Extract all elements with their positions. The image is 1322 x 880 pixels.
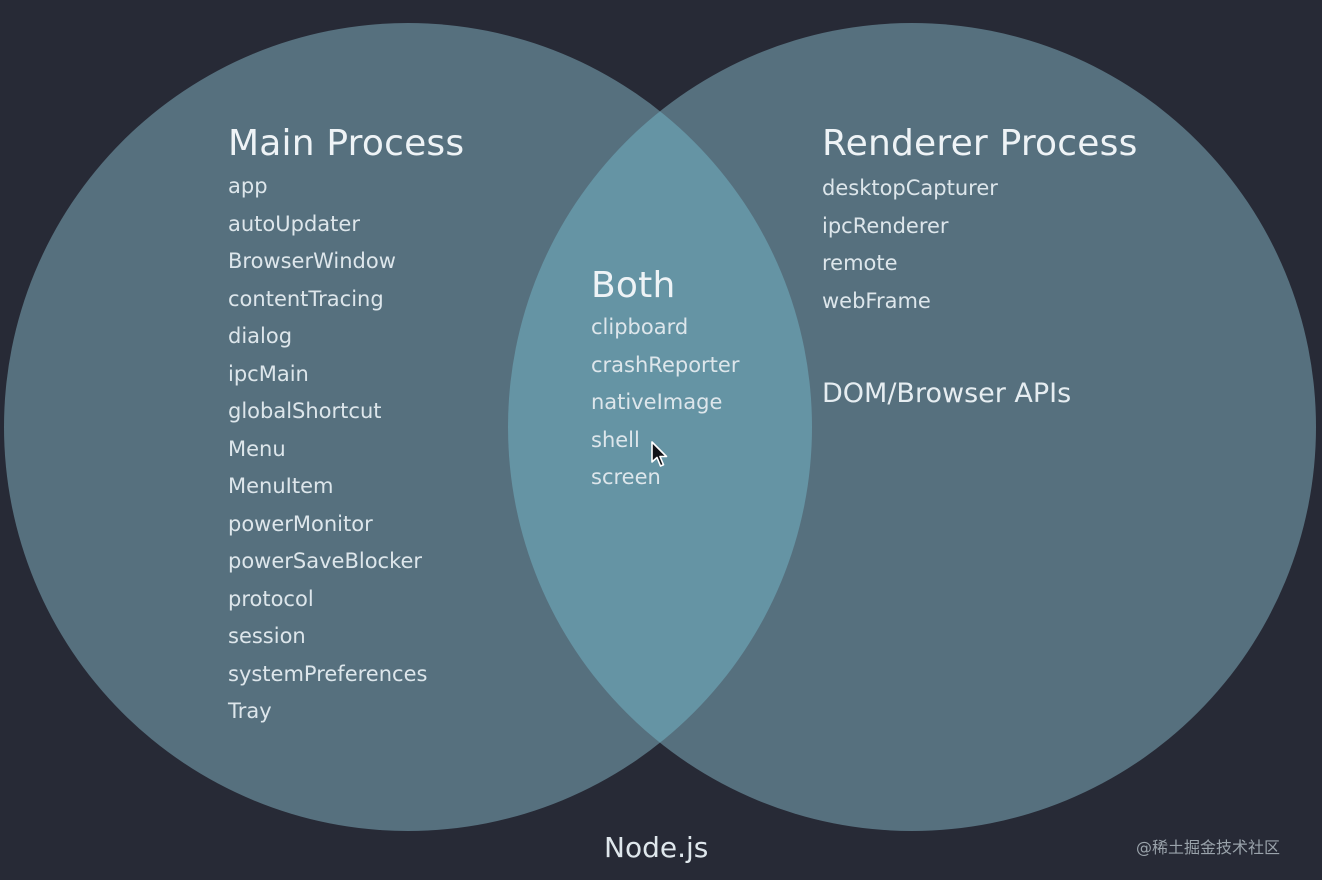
renderer-process-group: Renderer Process desktopCapturer ipcRende… [822,126,1138,320]
overlap-region [508,23,812,831]
both-title: Both [591,265,676,306]
renderer-process-title: Renderer Process [822,123,1138,164]
both-list: clipboard crashReporter nativeImage shell sc… [591,309,739,497]
nodejs-label: Node.js [604,831,709,864]
renderer-process-module: webFrame [822,288,931,313]
renderer-process-module: remote [822,251,898,275]
main-process-module: protocol [228,586,314,611]
main-process-module: globalShortcut [228,399,382,423]
shared-module: screen [591,465,661,489]
shared-module: nativeImage [591,390,723,414]
main-process-module: powerSaveBlocker [228,549,423,573]
shared-module: shell [591,427,640,452]
mouse-pointer-icon [651,441,668,467]
dom-browser-apis-label: DOM/Browser APIs [822,378,1072,409]
main-process-module: MenuItem [228,474,334,498]
main-process-module: ipcMain [228,361,309,386]
renderer-process-module: ipcRenderer [822,213,949,238]
main-process-module: Tray [228,699,272,723]
main-process-module: BrowserWindow [228,249,396,273]
main-process-module: contentTracing [228,286,384,311]
renderer-process-list: desktopCapturer ipcRenderer remote webFrame [822,170,1138,320]
main-process-module: Menu [228,436,286,461]
main-process-title: Main Process [228,123,465,164]
main-process-module: dialog [228,324,293,348]
shared-module: crashReporter [591,352,740,377]
watermark: @稀土掘金技术社区 [1136,838,1281,857]
main-process-module: autoUpdater [228,211,360,236]
renderer-process-module: desktopCapturer [822,176,998,200]
main-process-module: session [228,624,306,648]
main-process-module: app [228,174,268,198]
main-process-module: powerMonitor [228,511,373,536]
shared-module: clipboard [591,315,689,339]
both-group: Both clipboard crashReporter nativeImage sh… [591,268,739,497]
main-process-module: systemPreferences [228,661,428,686]
